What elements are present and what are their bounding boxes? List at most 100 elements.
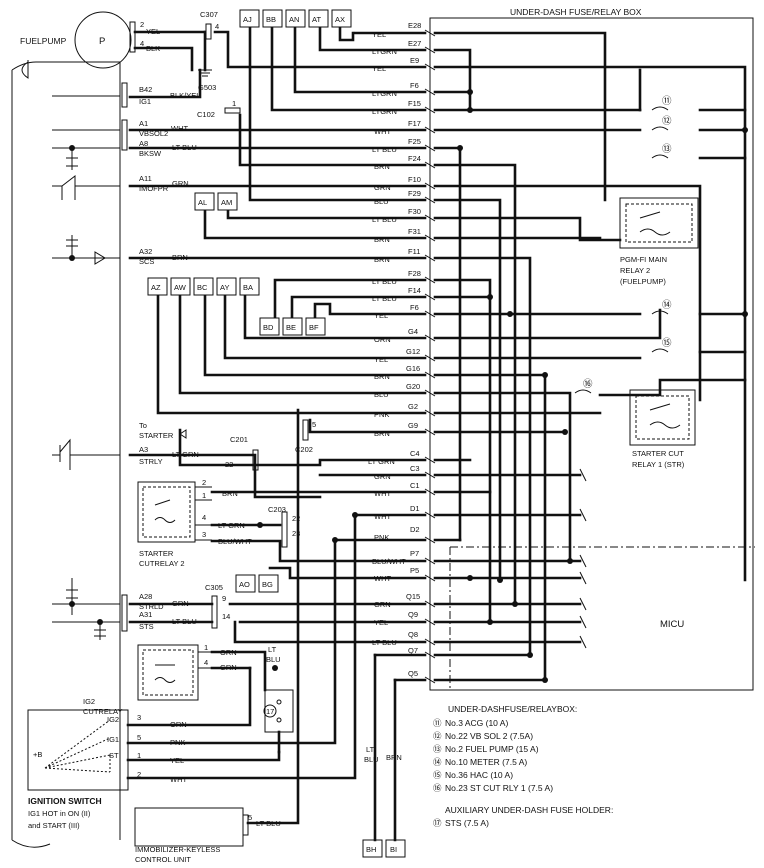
diagram-label: ST (109, 751, 119, 760)
diagram-label: ⑮ (433, 770, 442, 780)
diagram-label: LT (366, 745, 375, 754)
diagram-label: CUTRELAY 2 (139, 559, 185, 568)
diagram-label: BC (197, 283, 208, 292)
diagram-label: 1 (232, 99, 236, 108)
diagram-label: GRN (374, 183, 391, 192)
diagram-label: Q8 (408, 630, 418, 639)
immobilizer-unit: 5 LT BLU IMMOBILIZER-KEYLESS CONTROL UNI… (134, 408, 300, 864)
diagram-label: 3 (202, 530, 206, 539)
starter-cut-relay-1: STARTER CUT RELAY 1 (STR) (629, 389, 696, 469)
diagram-label: ⑮ (662, 338, 672, 349)
diagram-label: BRN (374, 235, 390, 244)
diagram-label: D1 (410, 504, 420, 513)
diagram-label: CONTROL UNIT (135, 855, 191, 864)
diagram-label: B42 (139, 85, 152, 94)
diagram-label: BRN (374, 372, 390, 381)
diagram-label: AM (221, 198, 232, 207)
box-bb (262, 9, 283, 28)
diagram-label: ⑫ (433, 731, 442, 741)
fusebox-internal-wiring (433, 31, 747, 682)
diagram-label: ⑪ (662, 96, 672, 107)
diagram-label: C202 (295, 445, 313, 454)
diagram-label: IGNITION SWITCH (28, 796, 102, 806)
box-aj (239, 9, 260, 28)
diagram-label: No.23 ST CUT RLY 1 (7.5 A) (445, 783, 553, 793)
diagram-label: BRN (374, 429, 390, 438)
diagram-label: GRN (220, 663, 237, 672)
diagram-label: LT BLU (372, 638, 397, 647)
micu-label: MICU (660, 619, 684, 630)
diagram-label: BF (309, 323, 319, 332)
diagram-label: 4 (202, 513, 206, 522)
diagram-label: A8 (139, 139, 148, 148)
diagram-label: LT BLU (172, 617, 197, 626)
diagram-label: LTGRN (372, 107, 397, 116)
diagram-label: WHT (170, 775, 187, 784)
diagram-label: GRN (172, 599, 189, 608)
diagram-label: LT BLU (372, 215, 397, 224)
diagram-label: AY (220, 283, 229, 292)
diagram-label: SCS (139, 257, 154, 266)
diagram-label: A28 (139, 592, 152, 601)
diagram-label: ⑫ (662, 116, 672, 127)
diagram-label: ⑯ (433, 783, 442, 793)
diagram-label: BRN (386, 753, 402, 762)
diagram-label: GRN (374, 600, 391, 609)
box-bd (259, 317, 280, 336)
diagram-label: 3 (137, 713, 141, 722)
diagram-label: 22 (292, 514, 300, 523)
diagram-label: BLU/WHT (218, 537, 252, 546)
diagram-label: F24 (408, 154, 421, 163)
diagram-label: GRN (374, 472, 391, 481)
box-bh (362, 839, 383, 858)
diagram-label: AN (289, 15, 299, 24)
diagram-label: AT (312, 15, 321, 24)
diagram-label: STS (7.5 A) (445, 818, 489, 828)
diagram-label: ⑬ (433, 744, 442, 754)
diagram-label: AL (198, 198, 207, 207)
diagram-label: AZ (151, 283, 161, 292)
fuelpump-circle (74, 11, 132, 69)
box-bg (258, 574, 279, 593)
diagram-label: P5 (410, 566, 419, 575)
diagram-label: WHT (374, 489, 391, 498)
diagram-label: AUXILIARY UNDER-DASH FUSE HOLDER: (445, 805, 613, 815)
diagram-label: BRN (172, 253, 188, 262)
diagram-label: BLK (146, 44, 160, 53)
diagram-label: 1 (202, 491, 206, 500)
diagram-label: 4 (215, 22, 219, 31)
diagram-label: STRLY (139, 457, 163, 466)
diagram-label: AW (174, 283, 187, 292)
diagram-label: and START (III) (28, 821, 80, 830)
diagram-label: C1 (410, 481, 420, 490)
box-aw (170, 277, 191, 296)
diagram-label: LT BLU (172, 143, 197, 152)
diagram-label: AX (335, 15, 345, 24)
diagram-label: ⑯ (583, 379, 593, 390)
diagram-label: IG1 (139, 97, 151, 106)
diagram-label: BLK/YEL (170, 91, 200, 100)
junction-dots (69, 89, 748, 683)
diagram-label: IMOFPR (139, 184, 169, 193)
diagram-label: Q5 (408, 669, 418, 678)
diagram-label: STARTER CUT (632, 449, 684, 458)
diagram-label: WHT (171, 124, 188, 133)
pcm-internal-symbols (52, 95, 120, 640)
diagram-label: WHT (374, 512, 391, 521)
diagram-label: ⑭ (662, 300, 672, 311)
diagram-label: D2 (410, 525, 420, 534)
diagram-label: BKSW (139, 149, 162, 158)
diagram-label: 5 (248, 813, 252, 822)
diagram-label: IMMOBILIZER-KEYLESS (135, 845, 220, 854)
diagram-label: PGM-FI MAIN (620, 255, 667, 264)
diagram-label: PNK (374, 410, 389, 419)
ig2-cut-relay: 1 4 ORN GRN IG2 CUTRELAY (83, 643, 237, 716)
diagram-label: AO (239, 580, 250, 589)
diagram-label: F6 (410, 81, 419, 90)
diagram-label: F25 (408, 137, 421, 146)
diagram-label: IG2 (107, 715, 119, 724)
box-be (282, 317, 303, 336)
diagram-label: BI (390, 845, 397, 854)
fuse-box-title: UNDER-DASH FUSE/RELAY BOX (510, 7, 642, 17)
diagram-label: ⑰ (433, 818, 442, 828)
